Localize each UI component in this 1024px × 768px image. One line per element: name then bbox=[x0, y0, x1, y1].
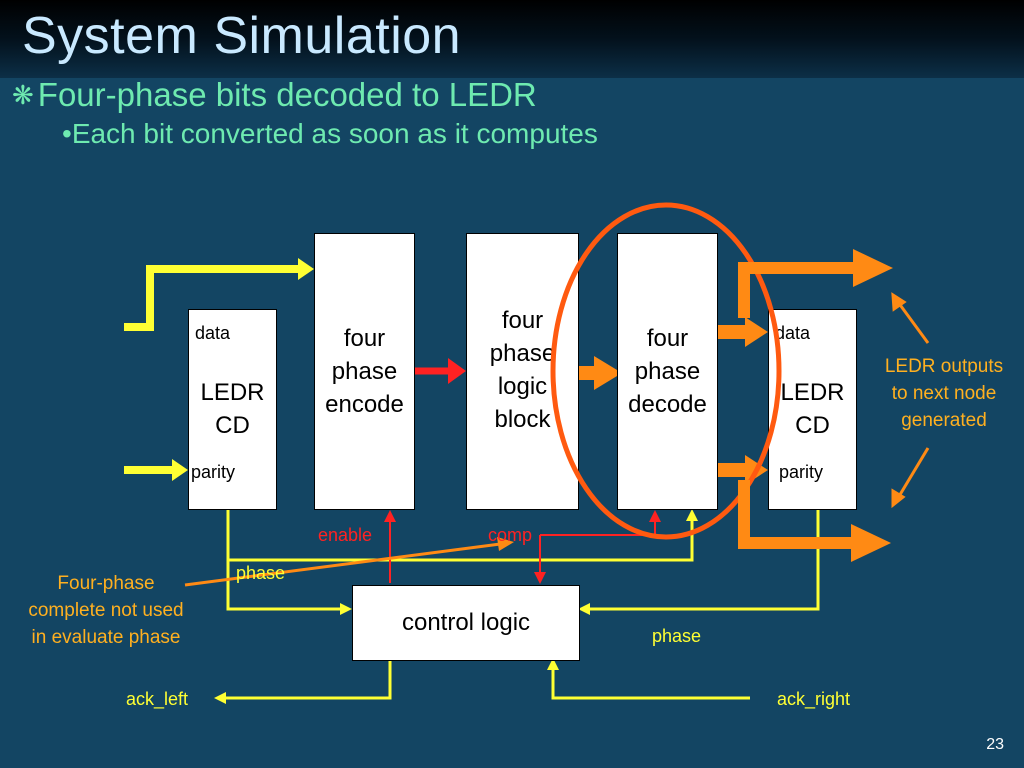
four-phase-note-line3: in evaluate phase bbox=[31, 627, 181, 648]
logic-line3: logic bbox=[497, 373, 548, 400]
ledr-outputs-note-line2: to next node bbox=[891, 383, 997, 404]
yellow-arrowheads bbox=[214, 509, 698, 704]
enable-label: enable bbox=[318, 525, 373, 545]
right-parity-port-label: parity bbox=[779, 462, 824, 482]
sub-bullet-text: Each bit converted as soon as it compute… bbox=[71, 118, 598, 149]
decode-highlight-ellipse bbox=[550, 202, 782, 540]
left-ledr-label: LEDR bbox=[200, 379, 265, 406]
four-phase-logic-block: four phase logic block bbox=[466, 233, 579, 510]
encode-line1: four bbox=[343, 325, 386, 352]
bullet-level-1: ❋Four-phase bits decoded to LEDR bbox=[12, 76, 537, 114]
four-phase-decode-block: four phase decode bbox=[617, 233, 718, 510]
right-cd-label: CD bbox=[795, 412, 830, 439]
left-ledr-cd-block: data LEDR CD parity bbox=[188, 309, 277, 510]
asterisk-icon: ❋ bbox=[12, 80, 34, 110]
phase-left-label: phase bbox=[236, 563, 286, 583]
red-encode-arrow bbox=[414, 358, 466, 384]
right-ledr-label: LEDR bbox=[780, 379, 845, 406]
page-number: 23 bbox=[986, 736, 1004, 753]
ledr-outputs-note-line3: generated bbox=[901, 410, 987, 431]
orange-output-arrows bbox=[738, 262, 858, 549]
four-phase-encode-block: four phase encode bbox=[314, 233, 415, 510]
logic-line1: four bbox=[501, 307, 544, 334]
enable-comp-orange-line bbox=[184, 537, 514, 587]
four-phase-note-line1: Four-phase bbox=[57, 573, 155, 594]
output-arrowhead-bottom bbox=[851, 524, 891, 562]
ack-left-label: ack_left bbox=[126, 689, 189, 709]
bullet-text: Four-phase bits decoded to LEDR bbox=[37, 76, 537, 113]
phase-right-label: phase bbox=[652, 626, 702, 646]
slide-title: System Simulation bbox=[22, 7, 462, 65]
ack-right-label: ack_right bbox=[777, 689, 851, 709]
ledr-outputs-note: LEDR outputs to next node generated bbox=[870, 353, 1018, 434]
decode-line1: four bbox=[646, 325, 689, 352]
left-parity-port-label: parity bbox=[191, 462, 236, 482]
note-pointer-arrows bbox=[891, 292, 930, 509]
thick-yellow-inputs bbox=[124, 258, 314, 481]
red-arrowheads bbox=[384, 510, 661, 584]
title-bar bbox=[0, 0, 1024, 78]
control-logic-block: control logic bbox=[352, 585, 580, 661]
ledr-outputs-note-line1: LEDR outputs bbox=[884, 356, 1004, 377]
right-data-port-label: data bbox=[775, 323, 811, 343]
bullet-level-2: •Each bit converted as soon as it comput… bbox=[62, 118, 598, 149]
encode-line2: phase bbox=[331, 358, 398, 385]
logic-line2: phase bbox=[489, 340, 556, 367]
left-cd-label: CD bbox=[215, 412, 250, 439]
decode-line3: decode bbox=[628, 391, 707, 418]
comp-label: comp bbox=[488, 525, 533, 545]
left-data-port-label: data bbox=[195, 323, 231, 343]
encode-line3: encode bbox=[325, 391, 404, 418]
decode-line2: phase bbox=[634, 358, 701, 385]
logic-line4: block bbox=[494, 406, 551, 433]
output-arrowhead-top bbox=[853, 249, 893, 287]
four-phase-note-line2: complete not used bbox=[28, 600, 184, 621]
right-ledr-cd-block: data LEDR CD parity bbox=[768, 309, 857, 510]
four-phase-note: Four-phase complete not used in evaluate… bbox=[6, 570, 206, 651]
